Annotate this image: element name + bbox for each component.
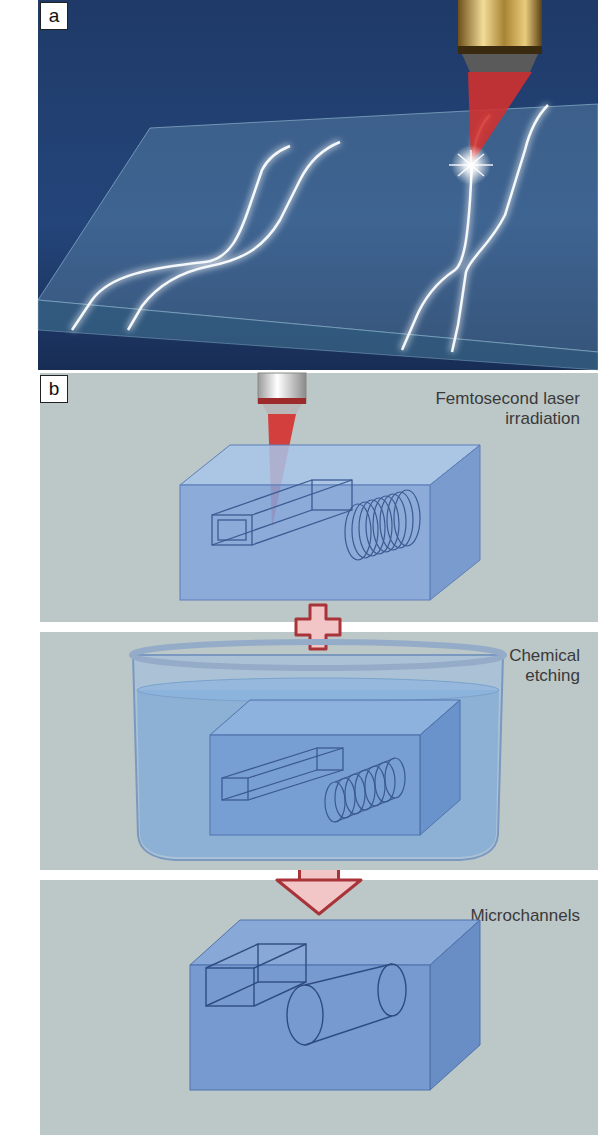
arrow-outline <box>298 870 340 880</box>
step-label: Femtosecond laser irradiation <box>430 389 580 429</box>
step-label: Microchannels <box>440 906 580 926</box>
waveguides <box>72 105 548 352</box>
step-label: Chemical etching <box>480 646 580 686</box>
laser-beam <box>468 72 532 165</box>
waveguide <box>452 105 548 352</box>
process-arrow <box>301 870 337 880</box>
glass-front-face <box>38 300 598 370</box>
laser-focus <box>451 145 491 185</box>
process-band: Microchannels <box>40 880 598 1135</box>
objective-tip <box>462 54 538 72</box>
objective-ring <box>458 46 542 54</box>
process-band: Femtosecond laser irradiation <box>40 373 598 622</box>
panel-letter: a <box>49 5 60 27</box>
objective-lens <box>458 0 542 50</box>
connector-group <box>319 870 320 880</box>
waveguide <box>72 146 290 330</box>
glass-top-face <box>38 104 598 352</box>
panel-background <box>38 0 598 370</box>
panel-letter-box: b <box>40 375 68 403</box>
process-band: Chemical etching <box>40 632 598 870</box>
focus-sparkle <box>449 150 493 180</box>
panel-letter-box: a <box>40 2 68 30</box>
waveguide-glow <box>72 105 548 352</box>
waveguide <box>402 115 490 350</box>
panel-letter: b <box>49 378 60 400</box>
waveguide <box>128 142 340 330</box>
